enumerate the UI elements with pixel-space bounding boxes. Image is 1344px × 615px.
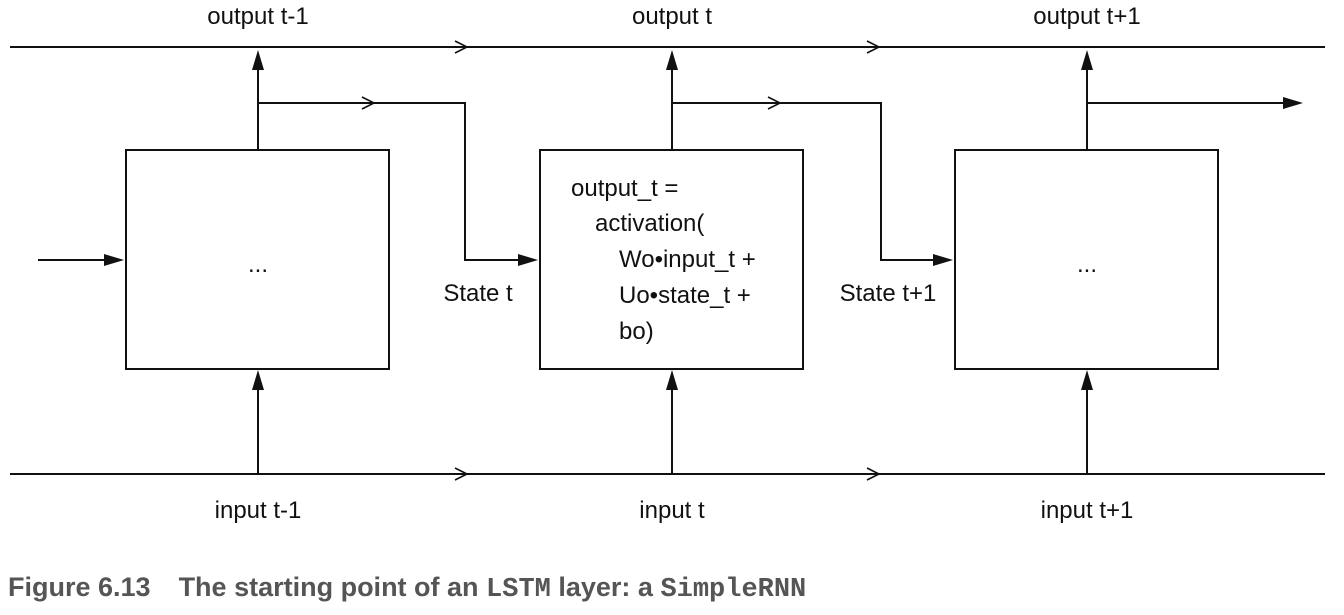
rnn-cell-middle <box>539 149 804 370</box>
input-rail-chevron-1 <box>454 467 469 481</box>
formula-line-5: bo) <box>619 318 654 345</box>
output-label-t-minus-1: output t-1 <box>207 3 308 30</box>
formula-line-2: activation( <box>595 210 704 237</box>
state-label-t: State t <box>443 280 513 307</box>
state-t1-arrowhead <box>933 254 953 266</box>
output-rail-chevron-2 <box>866 40 881 54</box>
output-label-t-plus-1: output t+1 <box>1033 3 1140 30</box>
caption-code-lstm: LSTM <box>486 575 551 605</box>
formula-line-3: Wo•input_t + <box>619 246 756 273</box>
state-label-t-plus-1: State t+1 <box>840 280 937 307</box>
caption-text-before: The starting point of an <box>179 572 486 602</box>
figure-caption: Figure 6.13 The starting point of an LSTM… <box>8 572 806 605</box>
rnn-cell-left <box>125 149 390 370</box>
formula-line-1: output_t = <box>571 175 678 202</box>
output-label-t: output t <box>632 3 712 30</box>
input-label-t-plus-1: input t+1 <box>1041 497 1134 524</box>
right-output-arrowhead <box>1081 50 1093 70</box>
input-label-t-minus-1: input t-1 <box>215 497 302 524</box>
input-rail-chevron-2 <box>866 467 881 481</box>
formula-line-4: Uo•state_t + <box>619 282 751 309</box>
state-t1-path <box>672 102 935 261</box>
initial-state-arrowhead <box>104 254 124 266</box>
right-input-arrowhead <box>1081 370 1093 390</box>
state-t1-chevron <box>767 96 782 110</box>
output-rail-chevron-1 <box>454 40 469 54</box>
middle-input-arrowhead <box>666 370 678 390</box>
caption-code-simplernn: SimpleRNN <box>660 575 806 605</box>
caption-text-middle: layer: a <box>551 572 661 602</box>
input-label-t: input t <box>639 497 705 524</box>
state-t-arrowhead <box>518 254 538 266</box>
next-state-arrowhead <box>1283 97 1303 109</box>
left-output-arrowhead <box>252 50 264 70</box>
left-input-arrowhead <box>252 370 264 390</box>
state-t-chevron <box>361 96 376 110</box>
right-cell-ellipsis: ... <box>1077 251 1097 278</box>
state-t-path <box>258 102 520 261</box>
left-cell-ellipsis: ... <box>248 251 268 278</box>
middle-output-arrowhead <box>666 50 678 70</box>
rnn-cell-right <box>954 149 1219 370</box>
caption-figure-number: Figure 6.13 <box>8 572 151 602</box>
